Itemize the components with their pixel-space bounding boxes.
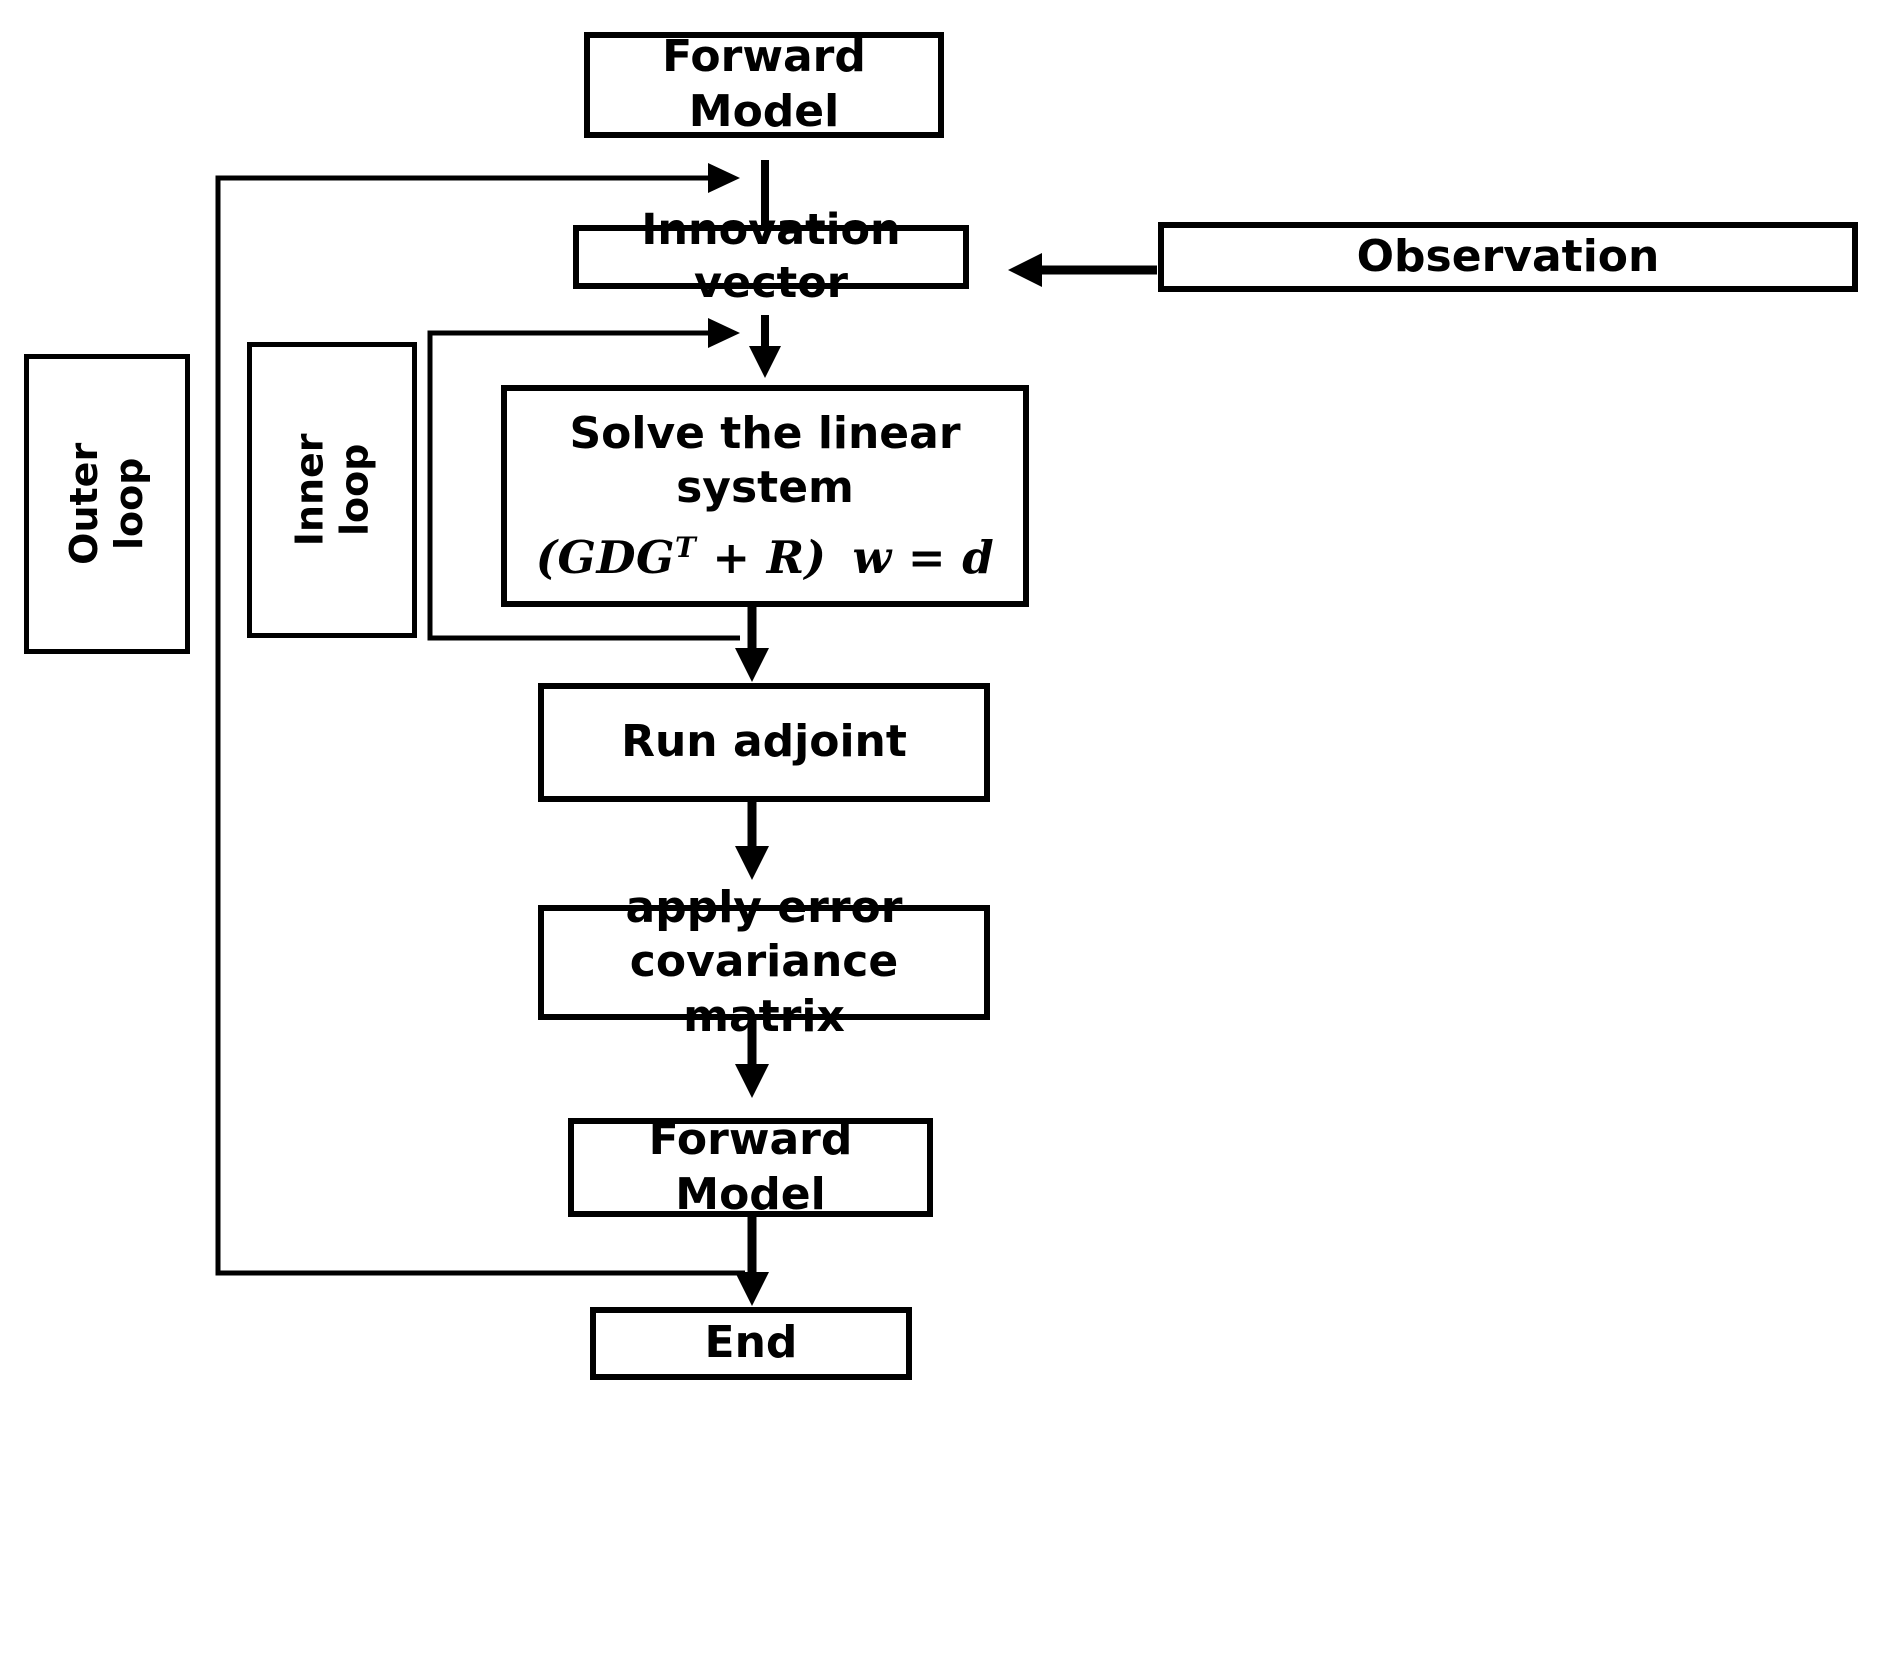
node-forward-model-bottom-label: Forward Model (648, 1113, 853, 1220)
node-forward-model-bottom[interactable]: Forward Model (568, 1114, 933, 1220)
node-apply-error-line1: apply error (625, 881, 903, 933)
node-innovation-vector[interactable]: Innovation vector (573, 205, 969, 308)
outer-loop-frame: Outer loop (24, 354, 190, 654)
inner-loop-label-line2: loop (331, 443, 376, 537)
node-solve-linear-system-label: Solve the linear system (569, 407, 961, 514)
inner-loop-label: Inner loop (287, 434, 377, 547)
eq-open-paren: ( (535, 530, 558, 584)
solve-linear-system-content: Solve the linear system (GDGT + R) w = d (507, 407, 1023, 586)
eq-matrix-gdg: GDG (557, 530, 675, 584)
node-run-adjoint-label: Run adjoint (621, 716, 907, 768)
node-forward-model-top[interactable]: Forward Model (584, 31, 944, 138)
node-observation[interactable]: Observation (1158, 222, 1858, 292)
edge-forward-model-to-end (735, 1216, 769, 1306)
solve-linear-system-equation: (GDGT + R) w = d (536, 530, 995, 586)
eq-transpose: T (674, 530, 697, 564)
outer-loop-label: Outer loop (62, 443, 152, 565)
node-apply-error-line2: covariance matrix (629, 936, 899, 1042)
node-run-adjoint[interactable]: Run adjoint (538, 683, 990, 802)
eq-matrix-r: R (766, 530, 805, 584)
eq-close-paren: ) (804, 530, 827, 584)
edge-run-adjoint-to-apply-error (735, 802, 769, 880)
eq-plus: + (712, 530, 751, 584)
eq-equals: = (907, 530, 947, 584)
outer-loop-label-line1: Outer (62, 442, 107, 566)
node-observation-label: Observation (1356, 230, 1660, 282)
outer-loop-label-line2: loop (106, 457, 151, 551)
node-end[interactable]: End (590, 1307, 912, 1380)
edge-observation-to-innovation (1008, 253, 1157, 287)
node-solve-linear-system[interactable]: Solve the linear system (GDGT + R) w = d (501, 385, 1029, 607)
edge-solve-to-run-adjoint (735, 607, 769, 682)
node-end-label: End (704, 1317, 798, 1369)
node-apply-error-covariance[interactable]: apply error covariance matrix (538, 882, 990, 1042)
eq-vector-w: w (852, 530, 892, 584)
node-forward-model-top-label: Forward Model (662, 31, 866, 137)
node-apply-error-covariance-content: apply error covariance matrix (544, 881, 984, 1045)
node-innovation-vector-label: Innovation vector (641, 204, 901, 308)
edge-innovation-to-solve (749, 315, 781, 378)
inner-loop-frame: Inner loop (247, 342, 417, 638)
eq-vector-d: d (962, 530, 995, 584)
inner-loop-label-line1: Inner (287, 433, 332, 547)
